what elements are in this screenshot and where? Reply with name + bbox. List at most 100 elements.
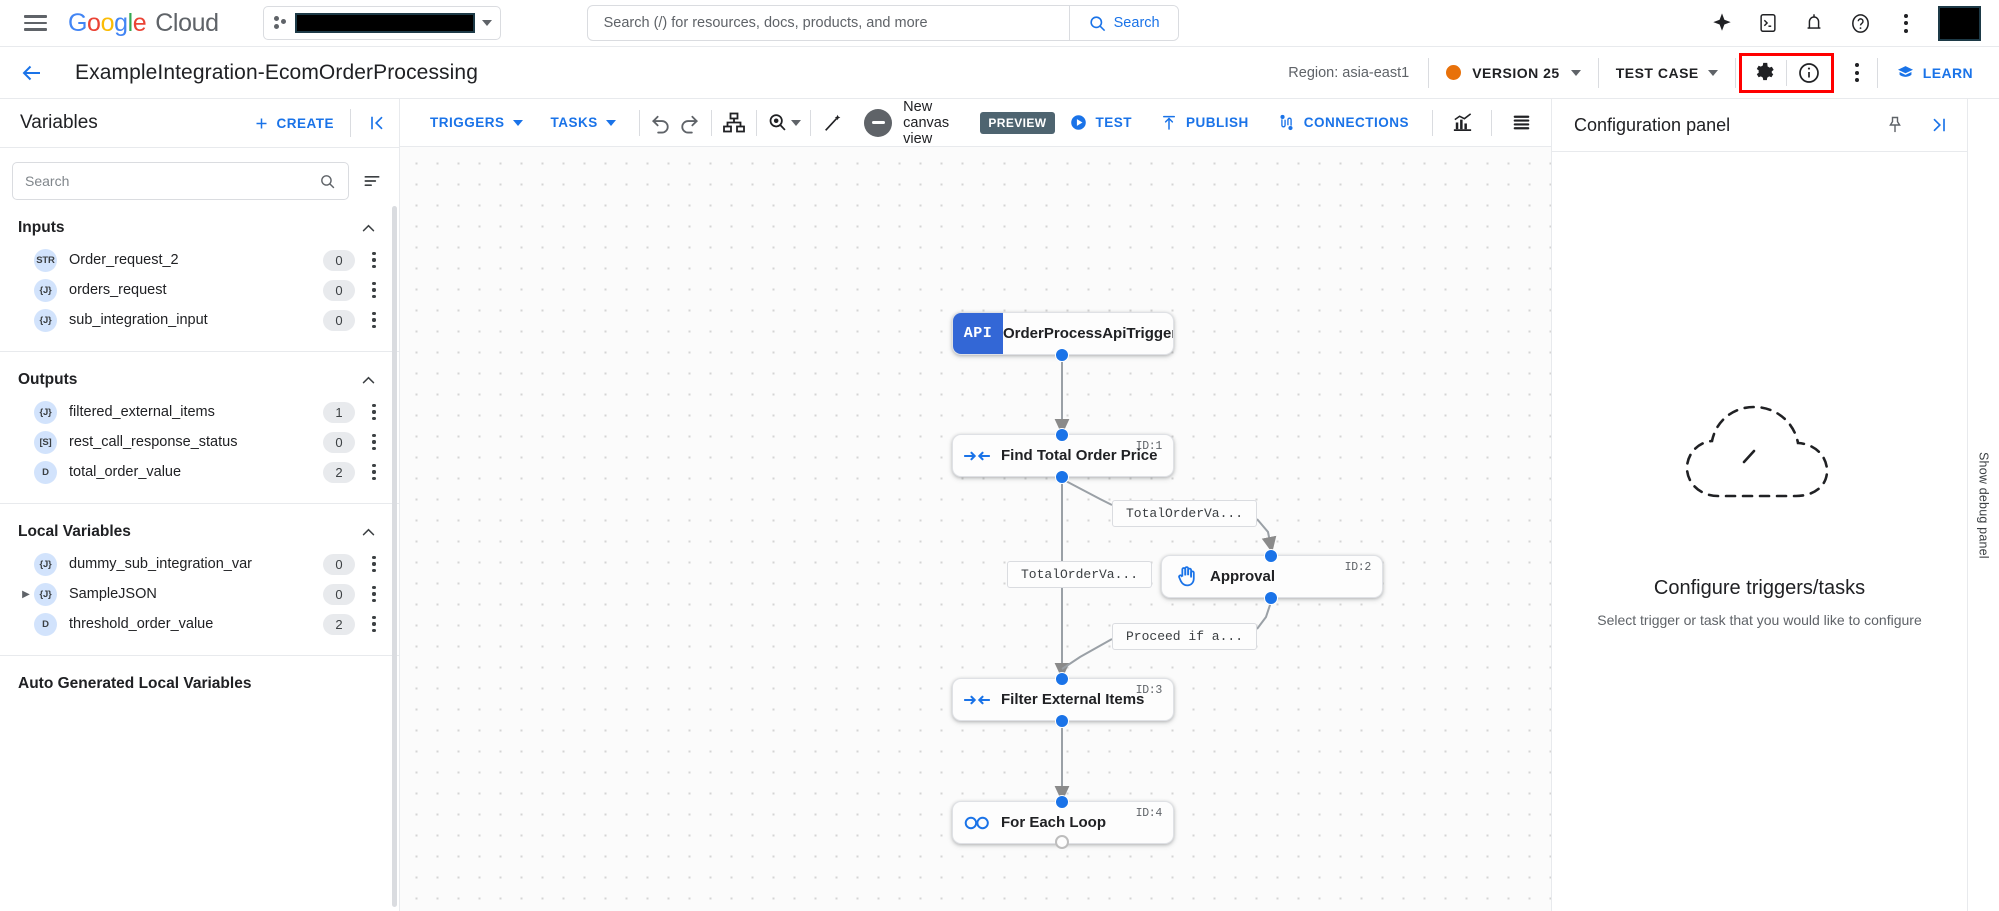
loop-infinity-icon	[953, 813, 1001, 833]
logs-list-icon[interactable]	[1501, 103, 1541, 143]
variables-list: InputsSTROrder_request_20{J}orders_reque…	[0, 147, 399, 911]
connections-button[interactable]: CONNECTIONS	[1263, 105, 1423, 141]
canvas-node-port[interactable]	[1055, 795, 1069, 809]
integration-overflow-kebab-icon[interactable]	[1837, 53, 1877, 93]
global-header: Google Cloud Search	[0, 0, 1999, 47]
triggers-menu[interactable]: TRIGGERS	[416, 105, 537, 141]
sort-filter-icon[interactable]	[359, 168, 385, 194]
connections-label: CONNECTIONS	[1303, 115, 1410, 130]
tasks-menu[interactable]: TASKS	[537, 105, 630, 141]
back-button[interactable]	[14, 55, 50, 91]
publish-button[interactable]: PUBLISH	[1146, 105, 1263, 141]
settings-gear-icon[interactable]	[1742, 55, 1786, 91]
variable-row-kebab-icon[interactable]	[363, 582, 385, 606]
auto-layout-icon[interactable]	[721, 103, 748, 143]
triggers-label: TRIGGERS	[430, 115, 505, 130]
variable-row-kebab-icon[interactable]	[363, 612, 385, 636]
help-question-icon[interactable]	[1840, 3, 1880, 43]
project-selector[interactable]	[262, 6, 501, 40]
show-debug-panel-rail[interactable]: Show debug panel	[1967, 99, 1999, 911]
variables-section-header[interactable]: Local Variables	[0, 504, 399, 549]
google-cloud-logo[interactable]: Google Cloud	[68, 8, 219, 37]
canvas-edge-label[interactable]: Proceed if a...	[1112, 623, 1257, 650]
create-variable-button[interactable]: CREATE	[244, 116, 344, 131]
variables-section-header[interactable]: Outputs	[0, 352, 399, 397]
canvas-node-port[interactable]	[1055, 348, 1069, 362]
canvas-node-port[interactable]	[1264, 591, 1278, 605]
info-circle-icon[interactable]	[1787, 55, 1831, 91]
test-button[interactable]: TEST	[1055, 105, 1147, 141]
configuration-empty-title: Configure triggers/tasks	[1653, 576, 1866, 599]
account-avatar[interactable]	[1938, 5, 1981, 41]
collapse-panel-icon[interactable]	[357, 103, 397, 143]
region-label: Region: asia-east1	[1288, 64, 1410, 81]
hamburger-menu-icon[interactable]	[14, 2, 56, 44]
more-options-kebab-icon[interactable]	[1886, 3, 1926, 43]
analytics-chart-icon[interactable]	[1442, 103, 1482, 143]
learn-button[interactable]: LEARN	[1878, 63, 1987, 82]
test-case-selector[interactable]: TEST CASE	[1599, 65, 1735, 81]
new-canvas-view-toggle[interactable]	[864, 108, 893, 137]
variable-row-kebab-icon[interactable]	[363, 308, 385, 332]
redo-icon[interactable]	[675, 103, 702, 143]
variable-type-badge: {J}	[34, 400, 57, 424]
variable-row-kebab-icon[interactable]	[363, 430, 385, 454]
variables-scrollbar[interactable]	[392, 206, 397, 907]
canvas-node-port[interactable]	[1055, 714, 1069, 728]
canvas-edge-label[interactable]: TotalOrderVa...	[1007, 561, 1152, 588]
cloud-shell-icon[interactable]	[1748, 3, 1788, 43]
variable-row-kebab-icon[interactable]	[363, 552, 385, 576]
variable-row-kebab-icon[interactable]	[363, 278, 385, 302]
divider	[1734, 57, 1736, 88]
variable-row-kebab-icon[interactable]	[363, 248, 385, 272]
canvas-node-port[interactable]	[1055, 835, 1069, 849]
canvas-edge-label[interactable]: TotalOrderVa...	[1112, 500, 1257, 527]
variables-search-input[interactable]	[25, 173, 319, 189]
expand-panel-icon[interactable]	[1919, 105, 1959, 145]
variables-section-header[interactable]: Auto Generated Local Variables	[0, 656, 399, 701]
variable-count-badge: 0	[323, 431, 355, 453]
chevron-down-icon	[1570, 69, 1581, 76]
expand-twisty-icon[interactable]: ▶	[22, 588, 30, 600]
search-input[interactable]	[587, 6, 1069, 40]
chevron-up-icon[interactable]	[360, 220, 377, 237]
canvas-node-port[interactable]	[1264, 549, 1278, 563]
publish-label: PUBLISH	[1186, 115, 1249, 130]
toggle-knob	[864, 108, 893, 137]
variable-row-kebab-icon[interactable]	[363, 400, 385, 424]
variables-section-label: Auto Generated Local Variables	[18, 675, 252, 692]
chevron-up-icon[interactable]	[360, 372, 377, 389]
zoom-icon[interactable]	[766, 103, 801, 143]
canvas-node-port[interactable]	[1055, 428, 1069, 442]
canvas-node-label: For Each Loop	[1001, 814, 1106, 831]
divider	[350, 109, 351, 137]
global-search[interactable]: Search	[586, 5, 1179, 41]
version-selector[interactable]: VERSION 25	[1429, 65, 1597, 81]
canvas-node-port[interactable]	[1055, 672, 1069, 686]
pin-icon[interactable]	[1875, 105, 1915, 145]
variable-name: sub_integration_input	[69, 312, 208, 328]
variable-row-kebab-icon[interactable]	[363, 460, 385, 484]
magic-wand-icon[interactable]	[820, 103, 847, 143]
canvas-node-port[interactable]	[1055, 470, 1069, 484]
variables-section-header[interactable]: Inputs	[0, 200, 399, 245]
undo-icon[interactable]	[648, 103, 675, 143]
variables-search-box[interactable]	[12, 162, 349, 200]
variables-section-label: Outputs	[18, 371, 78, 388]
search-button[interactable]: Search	[1068, 6, 1178, 40]
chevron-up-icon[interactable]	[360, 524, 377, 541]
variables-search-row	[0, 162, 399, 200]
gemini-sparkle-icon[interactable]	[1702, 3, 1742, 43]
notifications-bell-icon[interactable]	[1794, 3, 1834, 43]
